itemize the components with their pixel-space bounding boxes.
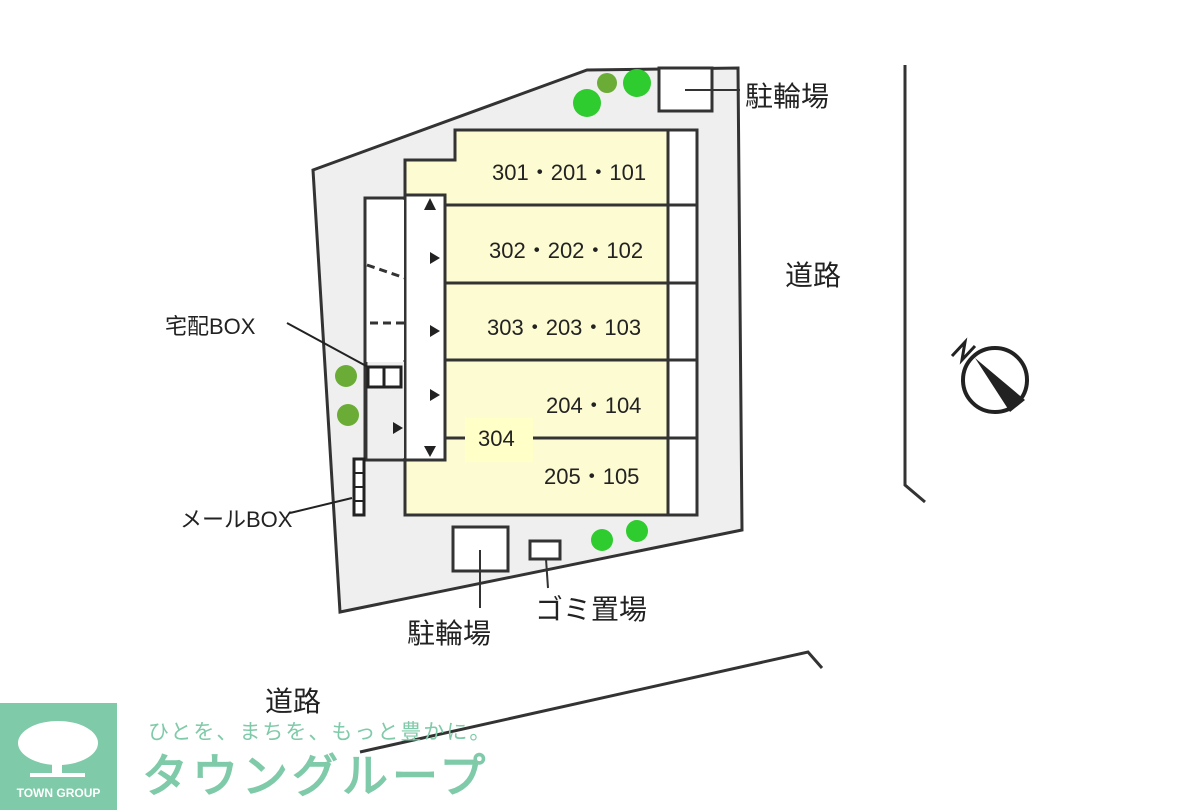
bike-parking-label: 駐輪場 (407, 617, 492, 650)
building (363, 128, 699, 517)
brand-name: タウングループ (142, 749, 490, 803)
bike-parking-label: 駐輪場 (745, 80, 830, 113)
logo-name: TOWN GROUP (16, 786, 101, 800)
unit-label: 303・203・103 (487, 315, 642, 340)
mail-box (289, 457, 366, 517)
slogan: ひとを、まちを、もっと豊かに。 (148, 720, 493, 744)
unit-label: 205・105 (544, 464, 640, 489)
roads (359, 65, 926, 754)
town-group-logo: TOWN GROUP (0, 703, 117, 810)
road-label: 道路 (265, 685, 322, 718)
stair-arrows (393, 198, 440, 457)
garbage-label: ゴミ置場 (535, 593, 648, 626)
delivery-box (286, 322, 403, 389)
trees (335, 69, 651, 551)
delivery-box-label: 宅配BOX (165, 314, 256, 339)
unit-label: 302・202・102 (489, 238, 644, 263)
garbage-area (528, 539, 562, 589)
road-label: 道路 (785, 259, 842, 292)
bike-parking-bottom (451, 525, 510, 608)
mail-box-label: メールBOX (180, 507, 293, 532)
tree-icon (18, 721, 98, 777)
unit-label: 301・201・101 (492, 160, 647, 185)
unit-label: 204・104 (546, 393, 642, 418)
north-compass-icon (950, 337, 1029, 414)
bike-parking-top (657, 66, 740, 113)
unit-label: 304 (478, 426, 515, 451)
